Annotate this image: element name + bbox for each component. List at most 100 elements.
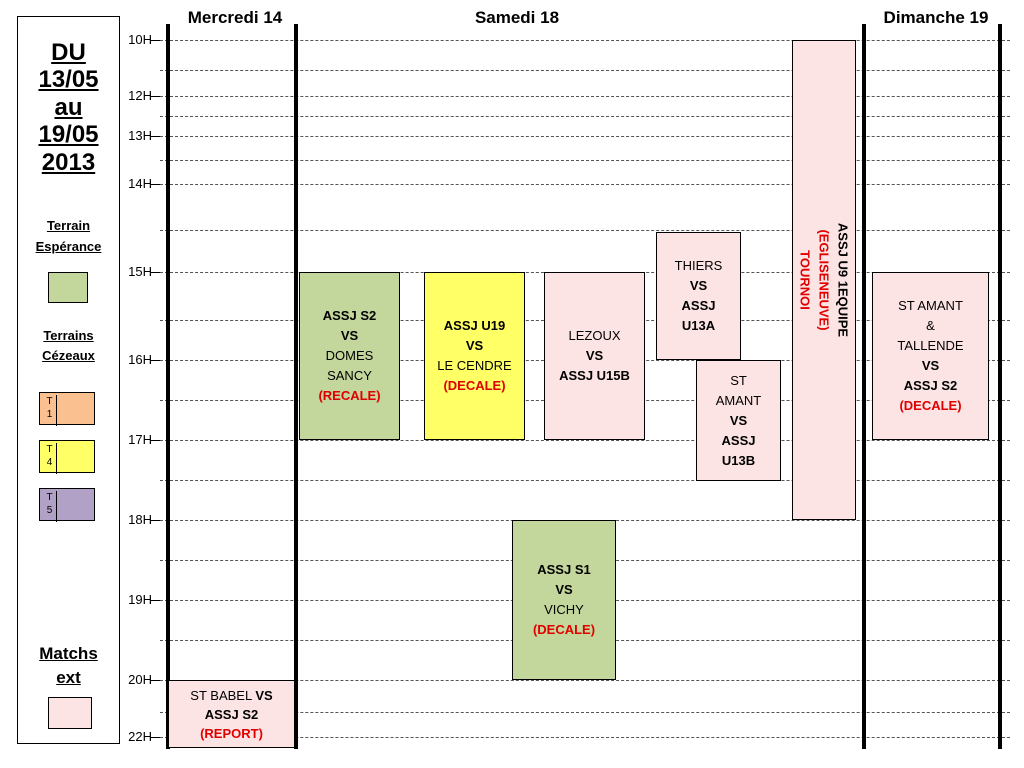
day-separator-mercredi — [294, 24, 298, 749]
day-separator-right — [998, 24, 1002, 749]
hour-label-15h: 15H — [128, 264, 152, 279]
day-separator-left — [166, 24, 170, 749]
event-lezoux-assj-u15b[interactable]: LEZOUX VS ASSJ U15B — [544, 272, 645, 440]
event-status: (DECALE) — [443, 378, 506, 393]
date-range-line-5: 2013 — [41, 149, 96, 176]
event-tournoi-text: ASSJ U9 1EQUIPE (EGLISENEUVE) TOURNOI — [796, 40, 853, 520]
hour-label-22h: 22H — [128, 729, 152, 744]
event-opponent: ST BABEL — [190, 687, 252, 703]
hour-tick — [150, 440, 160, 441]
hour-tick — [150, 40, 160, 41]
matchs-ext-label-2: ext — [56, 668, 81, 687]
event-st-babel-assj-s2[interactable]: ST BABEL VS ASSJ S2 (REPORT) — [168, 680, 295, 748]
event-location: (EGLISENEUVE) — [816, 229, 832, 331]
day-separator-samedi — [862, 24, 866, 749]
event-opponent: THIERS — [674, 258, 723, 273]
hour-tick — [150, 360, 160, 361]
event-vs: VS — [921, 358, 940, 373]
date-range-line-4: 19/05 — [38, 121, 99, 148]
event-assj-u9-tournoi[interactable]: ASSJ U9 1EQUIPE (EGLISENEUVE) TOURNOI — [792, 40, 856, 520]
grid-line-22h — [160, 737, 1010, 738]
event-team: ASSJ S2 — [322, 308, 377, 323]
matchs-ext-label-1: Matchs — [39, 644, 98, 663]
hour-tick — [150, 272, 160, 273]
event-vs: VS — [555, 582, 573, 597]
matchs-ext-swatch — [48, 697, 92, 729]
grid-line-20h — [160, 680, 1010, 681]
hour-label-14h: 14H — [128, 176, 152, 191]
date-range-line-3: au — [54, 94, 83, 121]
terrains-cezeaux-label-1: Terrains — [43, 328, 94, 343]
event-assj-u19-le-cendre[interactable]: ASSJ U19 VS LE CENDRE (DECALE) — [424, 272, 525, 440]
date-range-line-2: 13/05 — [38, 66, 99, 93]
day-header-mercredi: Mercredi 14 — [187, 8, 283, 27]
event-first-line: ST BABEL VS — [190, 686, 272, 705]
event-status: (DECALE) — [532, 622, 596, 637]
event-st-amant-assj-u13b[interactable]: ST AMANT VS ASSJ U13B — [696, 360, 781, 481]
event-opponent: TALLENDE — [897, 338, 964, 353]
event-status: (DECALE) — [899, 398, 962, 413]
hour-tick — [150, 136, 160, 137]
grid-line-half — [160, 160, 1010, 161]
grid-line-17h — [160, 440, 1010, 441]
hour-tick — [150, 184, 160, 185]
event-assj-s2-domes-sancy[interactable]: ASSJ S2 VS DOMES SANCY (RECALE) — [299, 272, 400, 440]
event-team: U13A — [681, 318, 716, 333]
event-assj-s1-vichy[interactable]: ASSJ S1 VS VICHY (DECALE) — [512, 520, 616, 680]
day-header-dimanche: Dimanche 19 — [883, 8, 989, 27]
event-team: ASSJ U15B — [559, 368, 630, 383]
event-team: U13B — [721, 452, 756, 468]
event-opponent: ST AMANT — [898, 298, 963, 313]
hour-label-20h: 20H — [128, 672, 152, 687]
date-range-line-1: DU — [51, 39, 86, 66]
event-team: ASSJ S2 — [903, 378, 958, 393]
grid-line-13h — [160, 136, 1010, 137]
grid-line-half — [160, 480, 1010, 481]
grid-line-half — [160, 230, 1010, 231]
hour-tick — [150, 96, 160, 97]
grid-line-12h — [160, 96, 1010, 97]
event-team: ASSJ U9 1EQUIPE — [835, 222, 851, 338]
hour-tick — [150, 737, 160, 738]
grid-line-10h — [160, 40, 1010, 41]
event-vs: VS — [465, 338, 484, 353]
hour-tick — [150, 600, 160, 601]
event-team: ASSJ U19 — [443, 318, 506, 333]
event-status: (RECALE) — [318, 388, 381, 403]
event-vs: VS — [255, 687, 273, 703]
grid-line-half — [160, 70, 1010, 71]
legend-panel: DU 13/05 au 19/05 2013 Terrain Espérance… — [17, 16, 120, 744]
grid-line-half — [160, 116, 1010, 117]
event-team: ASSJ S2 — [204, 706, 259, 722]
event-thiers-assj-u13a[interactable]: THIERS VS ASSJ U13A — [656, 232, 741, 360]
terrains-cezeaux-label-2: Cézeaux — [42, 348, 95, 363]
event-team: ASSJ S1 — [537, 562, 591, 577]
hour-label-18h: 18H — [128, 512, 152, 527]
terrain-esperance-label-1: Terrain — [46, 218, 91, 233]
event-team: ASSJ — [681, 298, 716, 313]
hour-label-12h: 12H — [128, 88, 152, 103]
event-vs: VS — [340, 328, 359, 343]
hour-label-17h: 17H — [128, 432, 152, 447]
event-opponent: SANCY — [327, 368, 372, 383]
terrain-esperance-label-2: Espérance — [35, 239, 102, 254]
hour-label-19h: 19H — [128, 592, 152, 607]
hour-label-16h: 16H — [128, 352, 152, 367]
event-ampersand: & — [926, 318, 935, 333]
event-opponent: DOMES — [325, 348, 374, 363]
event-vs: VS — [585, 348, 604, 363]
hour-label-13h: 13H — [128, 128, 152, 143]
event-st-amant-tallende-assj-s2[interactable]: ST AMANT & TALLENDE VS ASSJ S2 (DECALE) — [872, 272, 989, 440]
grid-line-14h — [160, 184, 1010, 185]
day-header-samedi: Samedi 18 — [474, 8, 560, 27]
event-vs: VS — [729, 412, 748, 428]
grid-line-half — [160, 712, 1010, 713]
event-status: (REPORT) — [200, 725, 263, 741]
event-opponent: VICHY — [544, 602, 584, 617]
